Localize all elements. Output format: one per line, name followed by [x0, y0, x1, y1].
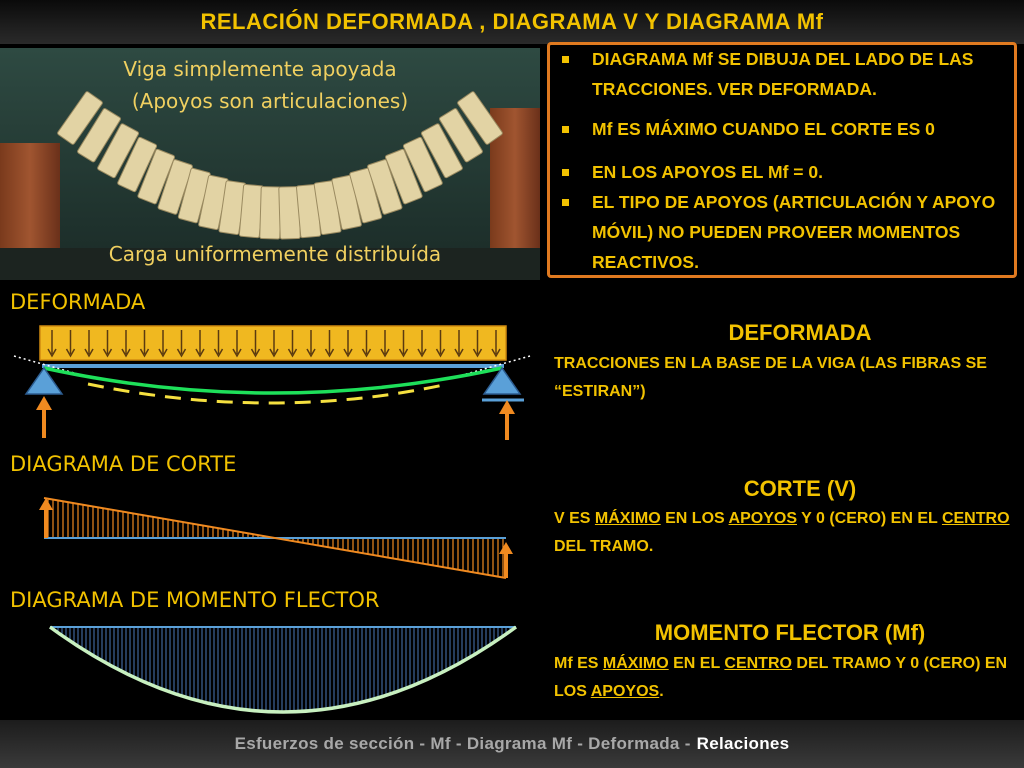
slide-title: RELACIÓN DEFORMADA , DIAGRAMA V Y DIAGRA…: [0, 0, 1024, 44]
load-arrowhead: [472, 348, 483, 358]
tension-dashed-line: [87, 382, 449, 405]
photo-caption-line1: Viga simplemente apoyada: [123, 57, 397, 81]
footer-current: Relaciones: [696, 734, 790, 753]
beam-block: [57, 91, 103, 145]
load-arrowhead: [398, 348, 409, 358]
load-arrowhead: [139, 348, 150, 358]
load-arrowhead: [343, 348, 353, 358]
explanation-text-corte: V ES MÁXIMO EN LOS APOYOS Y 0 (CERO) EN …: [554, 510, 1010, 555]
photo-caption-line2: (Apoyos son articulaciones): [131, 89, 409, 113]
load-arrowhead: [121, 348, 131, 358]
beam-block: [77, 108, 121, 163]
load-arrowhead: [380, 348, 390, 358]
beam-block: [367, 159, 403, 215]
section-label-deformada: DEFORMADA: [10, 290, 146, 314]
shear-arrow-right: [499, 542, 513, 578]
load-arrowhead: [232, 348, 242, 358]
footer-path: Esfuerzos de sección - Mf - Diagrama Mf …: [234, 734, 691, 753]
tangent-right: [451, 355, 531, 379]
load-arrowhead: [417, 348, 427, 358]
beam-block: [157, 159, 193, 215]
beam-photo-illustration: [0, 48, 540, 280]
bullet-square-icon: [562, 56, 569, 63]
beam-block: [349, 167, 383, 224]
load-arrowhead: [491, 348, 501, 358]
load-arrowhead: [324, 348, 335, 358]
bullet-square-icon: [562, 169, 569, 176]
beam-block: [439, 108, 483, 163]
moment-curve: [48, 625, 518, 714]
load-arrowhead: [435, 348, 446, 358]
load-arrowhead: [65, 348, 76, 358]
explanation-heading-corte: CORTE (V): [743, 476, 857, 501]
beam-block: [457, 91, 503, 145]
section-label-corte: DIAGRAMA DE CORTE: [10, 452, 237, 476]
pinned-support-icon: [24, 366, 64, 395]
bent-beam-blocks: [57, 91, 503, 240]
explanation-heading-deformada: DEFORMADA: [728, 320, 872, 345]
shear-arrow-left: [39, 498, 53, 538]
beam-block: [385, 148, 423, 205]
bullet-square-icon: [562, 199, 569, 206]
load-arrowhead: [84, 348, 94, 358]
explanation-text-deformada: TRACCIONES EN LA BASE DE LA VIGA (LAS FI…: [554, 355, 987, 400]
beam-photo: [0, 48, 540, 280]
moment-diagram-hatching: [53, 627, 511, 712]
load-arrowhead: [47, 348, 57, 358]
load-arrowhead: [195, 348, 205, 358]
beam-block: [402, 136, 443, 193]
beam-block: [420, 123, 463, 179]
beam-block: [97, 123, 140, 179]
load-arrowhead: [269, 348, 279, 358]
deflection-curve: [43, 366, 503, 395]
load-arrowhead: [306, 348, 316, 358]
beam-block: [117, 136, 158, 193]
load-arrowhead: [176, 348, 187, 358]
reaction-arrow-right: [499, 400, 515, 440]
shear-line: [43, 497, 507, 579]
explanation-text-momento: Mf ES MÁXIMO EN EL CENTRO DEL TRAMO Y 0 …: [554, 655, 1008, 700]
tangent-left: [13, 355, 93, 379]
load-arrowhead: [102, 348, 113, 358]
notes-box: [547, 42, 1017, 278]
load-arrowhead: [361, 348, 372, 358]
load-arrowhead: [213, 348, 224, 358]
footer-breadcrumb: Esfuerzos de sección - Mf - Diagrama Mf …: [0, 720, 1024, 768]
load-arrowhead: [287, 348, 298, 358]
load-arrowhead: [250, 348, 261, 358]
load-arrowhead: [158, 348, 168, 358]
photo-caption-bottom: Carga uniformemente distribuída: [108, 242, 442, 266]
beam-diagrams: [13, 325, 531, 714]
load-arrowhead: [454, 348, 464, 358]
reaction-arrow-left: [36, 396, 52, 438]
roller-support-icon: [482, 366, 522, 395]
explanation-heading-momento: MOMENTO FLECTOR (Mf): [654, 620, 926, 645]
load-arrows: [47, 330, 501, 358]
bullet-square-icon: [562, 126, 569, 133]
section-label-momento: DIAGRAMA DE MOMENTO FLECTOR: [10, 588, 380, 612]
beam-block: [137, 148, 175, 205]
beam-block: [259, 186, 282, 240]
